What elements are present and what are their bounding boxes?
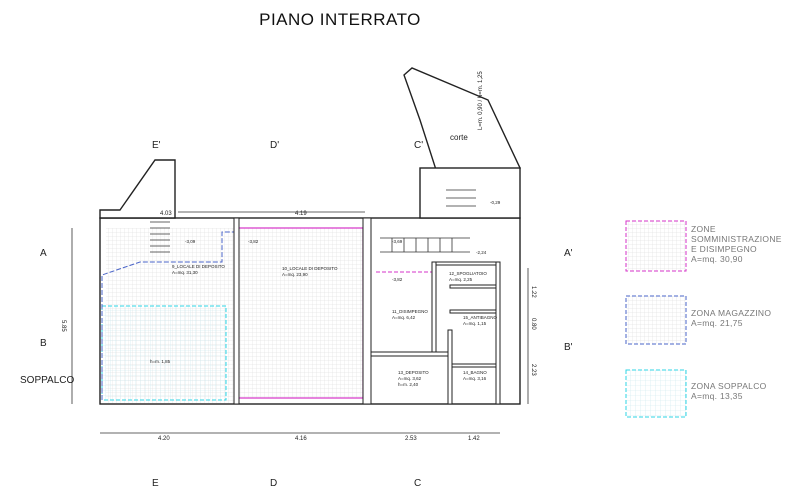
room-13-height: h=m. 2,40 xyxy=(398,382,419,387)
room-11-area: A=mq. 6,42 xyxy=(392,315,416,320)
level-3: -3,69 xyxy=(392,239,403,244)
soppalco-label: SOPPALCO xyxy=(20,375,74,386)
dim-right-1: 1.22 xyxy=(530,286,536,298)
dim-bot-4: 1.42 xyxy=(468,436,480,442)
section-c-top: C' xyxy=(414,140,423,151)
plan-title: PIANO INTERRATO xyxy=(259,10,421,29)
room-14-name: 14_BAGNO xyxy=(463,370,487,375)
dim-bot-3: 2.53 xyxy=(405,436,417,442)
interior-walls xyxy=(233,217,501,405)
room-13-name: 13_DEPOSITO xyxy=(398,370,429,375)
room-10-area: A=mq. 23,90 xyxy=(282,272,308,277)
legend xyxy=(625,220,687,418)
room-9-name: 9_LOCALE DI DEPOSITO xyxy=(172,264,225,269)
dim-bot-1: 4.20 xyxy=(158,436,170,442)
section-e-top: E' xyxy=(152,140,161,151)
dim-top-2: 4.19 xyxy=(295,211,307,217)
section-e-bottom: E xyxy=(152,478,159,489)
soppalco-height: h=m. 1,85 xyxy=(150,359,171,364)
legend-swatch-magenta xyxy=(625,220,687,272)
dim-bot-2: 4.16 xyxy=(295,436,307,442)
level-2: -3,82 xyxy=(248,239,259,244)
room-12-area: A=mq. 2,25 xyxy=(449,277,473,282)
legend-item-magazzino: ZONA MAGAZZINO A=mq. 21,75 xyxy=(691,308,772,328)
legend-swatch-blue xyxy=(625,295,687,345)
section-b-left: B xyxy=(40,338,47,349)
corte-dim: L=m. 0,90 / h=m. 1,25 xyxy=(478,71,484,130)
corte-label: corte xyxy=(450,133,468,142)
room-15-area: A=mq. 1,15 xyxy=(463,321,487,326)
room-14-area: A=mq. 3,16 xyxy=(463,376,487,381)
room-15-name: 15_ANTIBAGNO xyxy=(463,315,498,320)
legend-swatch-cyan xyxy=(625,369,687,418)
room-12-name: 12_SPOGLIATOIO xyxy=(449,271,487,276)
room-11-name: 11_DISIMPEGNO xyxy=(392,309,428,314)
room-13-area: A=mq. 3,62 xyxy=(398,376,422,381)
section-c-bottom: C xyxy=(414,478,421,489)
level-5: -2,24 xyxy=(476,250,487,255)
dimension-lines xyxy=(71,211,529,434)
legend-item-soppalco: ZONA SOPPALCO A=mq. 13,35 xyxy=(691,381,767,401)
room-10-name: 10_LOCALE DI DEPOSITO xyxy=(282,266,338,271)
legend-item-somministrazione: ZONE SOMMINISTRAZIONE E DISIMPEGNO A=mq.… xyxy=(691,224,782,264)
dim-right-2: 0.80 xyxy=(530,318,536,330)
soppalco-zone xyxy=(101,305,227,401)
stairs xyxy=(150,189,476,253)
dim-right-3: 2.23 xyxy=(530,364,536,376)
section-a-right: A' xyxy=(564,248,573,259)
section-a-left: A xyxy=(40,248,47,259)
room-10-zone xyxy=(237,227,364,399)
level-1: -3,09 xyxy=(185,239,196,244)
section-d-bottom: D xyxy=(270,478,277,489)
section-d-top: D' xyxy=(270,140,279,151)
level-7: -0,29 xyxy=(490,200,501,205)
dim-top-1: 4.03 xyxy=(160,211,172,217)
room-9-area: A=mq. 31,30 xyxy=(172,270,198,275)
level-4: -3,82 xyxy=(392,277,403,282)
dim-left: 5.85 xyxy=(60,320,66,332)
section-b-right: B' xyxy=(564,342,573,353)
